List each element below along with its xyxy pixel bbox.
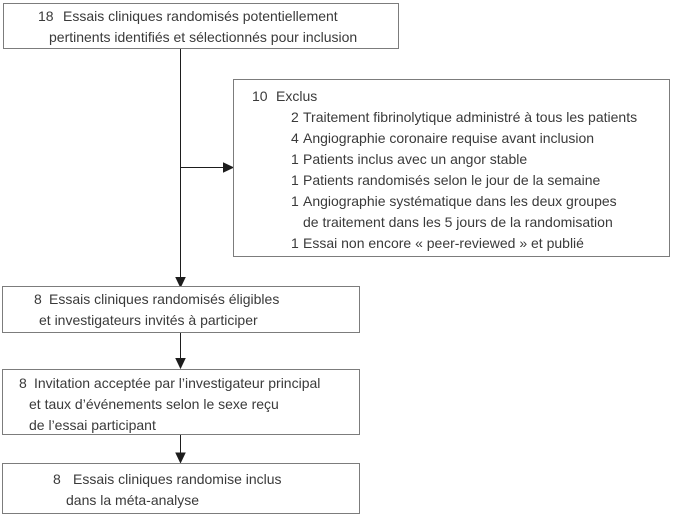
box-line: 8 Essais cliniques randomisés éligibles xyxy=(3,289,359,310)
item-count: 1 xyxy=(291,193,299,209)
item-count: 1 xyxy=(291,172,299,188)
item-text: Patients randomisés selon le jour de la … xyxy=(303,172,601,188)
item-count: 8 xyxy=(34,291,42,307)
item-text: et taux d’événements selon le sexe reçu xyxy=(29,396,279,412)
box-line: de l’essai participant xyxy=(3,415,359,436)
item-text: Angiographie coronaire requise avant inc… xyxy=(303,130,595,146)
item-text: Essais cliniques randomise inclus xyxy=(73,471,282,487)
box-line: dans la méta-analyse xyxy=(3,490,359,511)
box-line: et investigateurs invités à participer xyxy=(3,310,359,331)
box-line: 18 Essais cliniques randomisés potentiell… xyxy=(4,6,398,27)
box-line: de traitement dans les 5 jours de la ran… xyxy=(234,212,669,233)
item-count: 4 xyxy=(291,130,299,146)
item-count: 1 xyxy=(291,151,299,167)
box-trials-identified: 18 Essais cliniques randomisés potentiell… xyxy=(3,3,399,49)
item-count: 8 xyxy=(19,375,27,391)
arrow-accepted-to-included-head xyxy=(175,452,186,464)
box-invitation-accepted: 8 Invitation acceptée par l’investigateur… xyxy=(2,369,360,435)
item-text: Patients inclus avec un angor stable xyxy=(303,151,528,167)
item-text: de l’essai participant xyxy=(29,417,156,433)
item-count: 2 xyxy=(291,109,299,125)
box-line: 8 Invitation acceptée par l’investigateur… xyxy=(3,373,359,394)
box-trials-eligible: 8 Essais cliniques randomisés éligibles e… xyxy=(2,286,360,333)
box-line: pertinents identifiés et sélectionnés po… xyxy=(4,27,398,48)
item-text: Invitation acceptée par l’investigateur … xyxy=(34,375,321,391)
arrow-eligible-to-accepted-head xyxy=(175,358,186,370)
box-line: 10 Exclus xyxy=(234,86,669,107)
item-count: 18 xyxy=(38,8,54,24)
box-trials-included: 8 Essais cliniques randomise inclus dans … xyxy=(2,463,360,514)
item-count: 10 xyxy=(252,88,268,104)
item-text: Essais cliniques randomisés potentiellem… xyxy=(63,8,338,24)
box-line: 8 Essais cliniques randomise inclus xyxy=(3,469,359,490)
item-count: 8 xyxy=(53,471,61,487)
item-text: Exclus xyxy=(276,88,318,104)
item-text: Angiographie systématique dans les deux … xyxy=(303,193,617,209)
item-text: de traitement dans les 5 jours de la ran… xyxy=(303,214,613,230)
item-text: dans la méta-analyse xyxy=(66,492,200,508)
arrow-branch-excluded-head xyxy=(223,162,235,173)
item-text: Essais cliniques randomisés éligibles xyxy=(49,291,280,307)
item-text: pertinents identifiés et sélectionnés po… xyxy=(49,29,358,45)
item-count: 1 xyxy=(291,235,299,251)
box-line: et taux d’événements selon le sexe reçu xyxy=(3,394,359,415)
item-text: Essai non encore « peer-reviewed » et pu… xyxy=(303,235,584,251)
item-text: et investigateurs invités à participer xyxy=(39,312,258,328)
item-text: Traitement fibrinolytique administré à t… xyxy=(303,109,638,125)
